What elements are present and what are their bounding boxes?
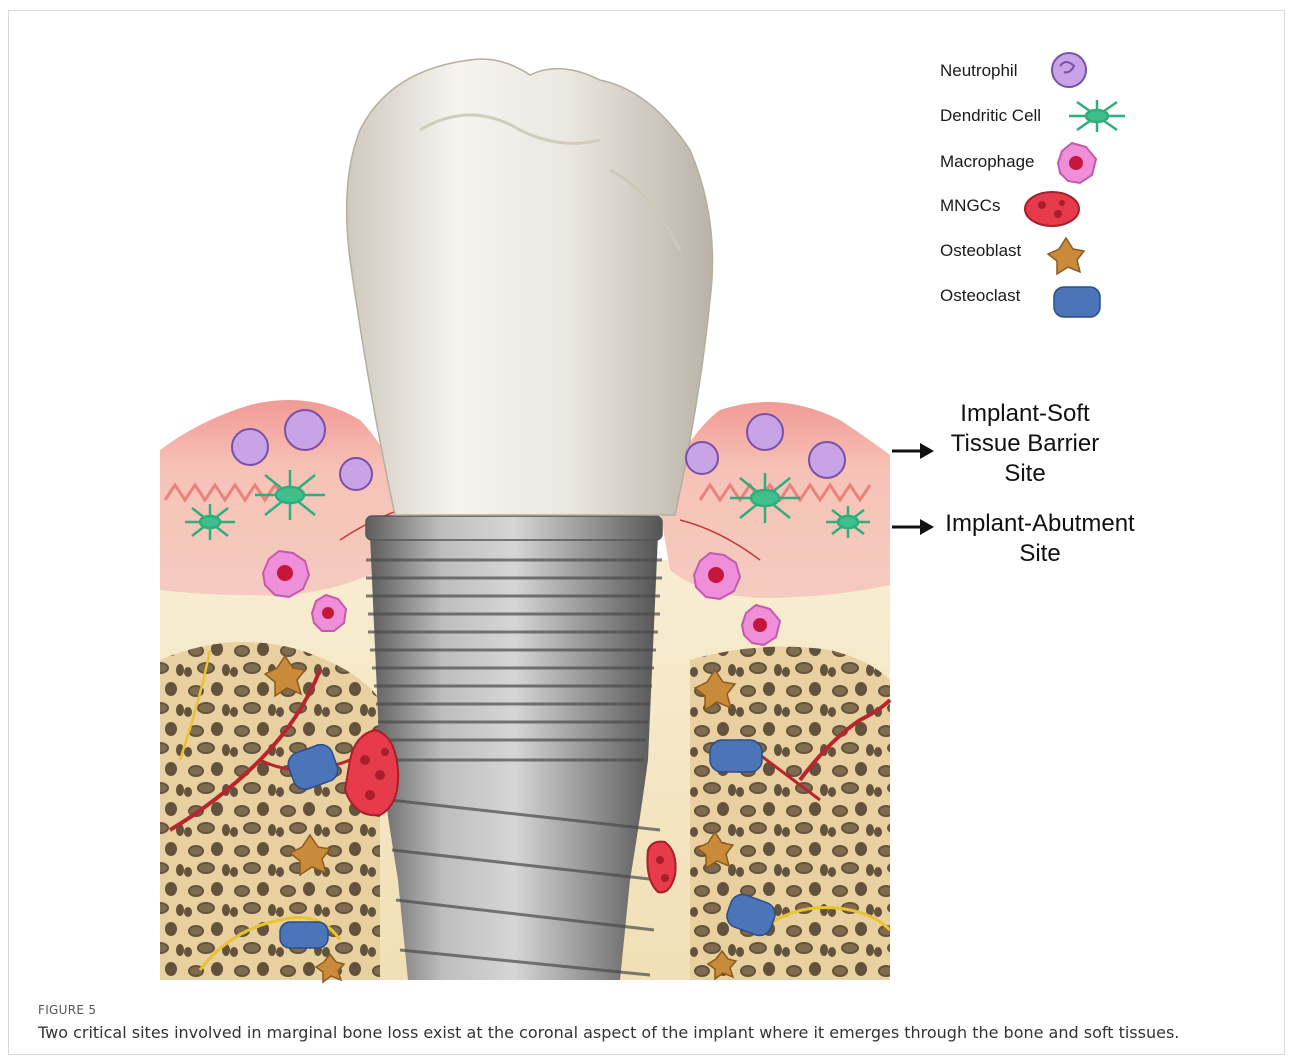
soft-tissue-label-line3: Site <box>930 459 1120 489</box>
abutment-label-line1: Implant-Abutment <box>934 509 1146 539</box>
abutment-site-label: Implant-Abutment Site <box>934 509 1146 569</box>
figure-caption: Two critical sites involved in marginal … <box>38 1023 1268 1042</box>
neutrophil-icon <box>1052 53 1086 87</box>
implant-collar <box>366 516 662 540</box>
trabecular-bone-left <box>160 642 380 980</box>
abutment-label-line2: Site <box>934 539 1146 569</box>
legend-label-neutrophil: Neutrophil <box>940 61 1018 81</box>
macrophage-icon <box>1058 143 1096 183</box>
osteoclast-icon <box>1054 287 1100 317</box>
legend-label-macrophage: Macrophage <box>940 152 1035 172</box>
abutment-arrow <box>892 519 934 535</box>
osteoblast-icon <box>1048 238 1084 274</box>
soft-tissue-site-label: Implant-Soft Tissue Barrier Site <box>930 399 1120 489</box>
figure-number: FIGURE 5 <box>38 1003 96 1017</box>
soft-tissue-label-line2: Tissue Barrier <box>930 429 1120 459</box>
dendritic-cell-icon <box>1069 100 1125 132</box>
mngc-icon <box>1025 192 1079 226</box>
legend-label-osteoclast: Osteoclast <box>940 286 1020 306</box>
legend-label-dendritic-cell: Dendritic Cell <box>940 106 1041 126</box>
implant-illustration <box>0 0 1293 1000</box>
legend-label-mngcs: MNGCs <box>940 196 1000 216</box>
soft-tissue-label-line1: Implant-Soft <box>930 399 1120 429</box>
soft-tissue-arrow <box>892 443 934 459</box>
legend-label-osteoblast: Osteoblast <box>940 241 1021 261</box>
crown <box>347 59 713 515</box>
